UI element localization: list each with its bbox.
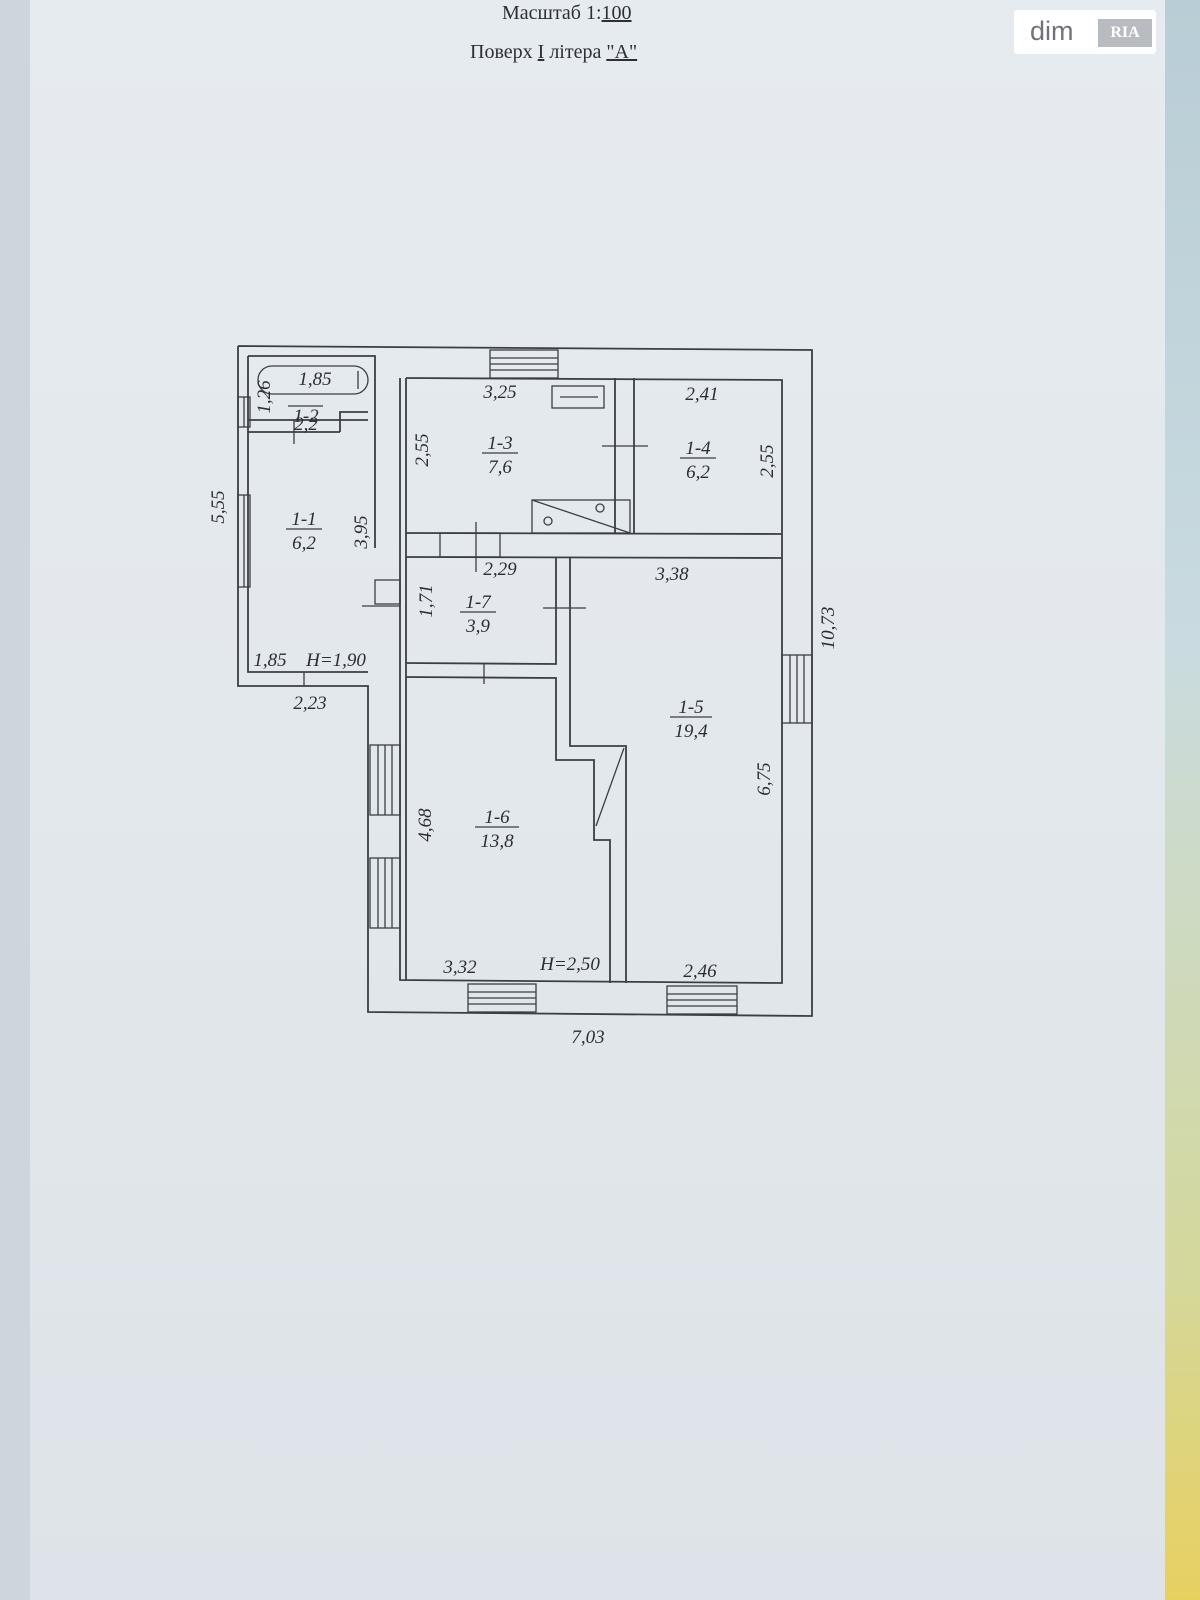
logo-badge: RIA xyxy=(1098,19,1152,47)
plan-header: Масштаб 1:100 Поверх I літера "А" xyxy=(0,0,1200,80)
windows xyxy=(237,349,813,1015)
dim-3-95: 3,95 xyxy=(351,515,372,549)
height-2-50: H=2,50 xyxy=(539,954,600,975)
document-page xyxy=(30,0,1170,1600)
dim-5-55: 5,55 xyxy=(208,490,229,523)
room-1-6-area: 13,8 xyxy=(480,831,514,852)
dim-3-32: 3,32 xyxy=(442,957,477,978)
dim-4-68: 4,68 xyxy=(415,808,436,842)
stove-icon xyxy=(531,499,631,534)
scale-label: Масштаб 1: xyxy=(502,2,602,24)
room-1-3-area: 7,6 xyxy=(488,457,512,478)
dim-6-75: 6,75 xyxy=(754,762,775,795)
floor-value: I xyxy=(537,41,545,63)
dim-1-85-top: 1,85 xyxy=(298,369,331,390)
room-1-7-area: 3,9 xyxy=(465,616,490,637)
dim-1-71: 1,71 xyxy=(416,584,437,617)
room-1-7-id: 1-7 xyxy=(465,592,492,613)
dim-2-41: 2,41 xyxy=(685,384,718,405)
dim-2-23: 2,23 xyxy=(293,693,326,714)
room-1-1-id: 1-1 xyxy=(291,509,316,530)
floor-line: Поверх I літера "А" xyxy=(470,41,637,64)
dim-2-46: 2,46 xyxy=(683,961,717,982)
dim-2-29: 2,29 xyxy=(483,559,517,580)
dim-2-55-left: 2,55 xyxy=(412,433,433,466)
dim-7-03: 7,03 xyxy=(571,1027,604,1048)
room-1-1-area: 6,2 xyxy=(292,533,316,554)
height-1-90: H=1,90 xyxy=(305,650,366,671)
dimria-logo[interactable]: dim RIA xyxy=(1014,10,1156,54)
bathtub-icon xyxy=(257,365,369,395)
dim-1-85-bottom: 1,85 xyxy=(253,650,286,671)
dim-3-38: 3,38 xyxy=(654,564,689,585)
room-1-6-id: 1-6 xyxy=(484,807,510,828)
dim-2-55-right: 2,55 xyxy=(757,444,778,477)
room-1-5-area: 19,4 xyxy=(674,721,708,742)
room-labels: 1-2 2,2 1-1 6,2 1-3 7,6 1-4 6,2 1-7 3,9 … xyxy=(286,405,716,852)
room-1-3-id: 1-3 xyxy=(487,433,512,454)
scale-line: Масштаб 1:100 xyxy=(502,2,632,25)
letter-label: літера xyxy=(544,41,607,63)
scale-value: 100 xyxy=(601,2,632,24)
floor-label: Поверх xyxy=(470,41,538,63)
room-1-5-id: 1-5 xyxy=(678,697,703,718)
room-1-4-id: 1-4 xyxy=(685,438,711,459)
room-1-2-id: 1-2 xyxy=(293,406,319,427)
logo-text: dim xyxy=(1030,16,1074,46)
dim-10-73: 10,73 xyxy=(818,607,839,650)
background-edge xyxy=(1165,0,1200,1600)
dim-3-25: 3,25 xyxy=(482,382,516,403)
letter-value: "А" xyxy=(606,41,638,63)
dimension-labels: 1,85 1,26 5,55 3,95 1,85 H=1,90 2,23 3,2… xyxy=(208,369,839,1048)
sink-icon xyxy=(551,385,605,409)
room-1-4-area: 6,2 xyxy=(686,462,710,483)
dim-1-26: 1,26 xyxy=(254,380,275,414)
exterior-walls xyxy=(237,345,813,1017)
stairs-icon xyxy=(595,747,625,827)
room-1-2-area: 2,2 xyxy=(294,414,318,435)
doors xyxy=(293,420,648,686)
